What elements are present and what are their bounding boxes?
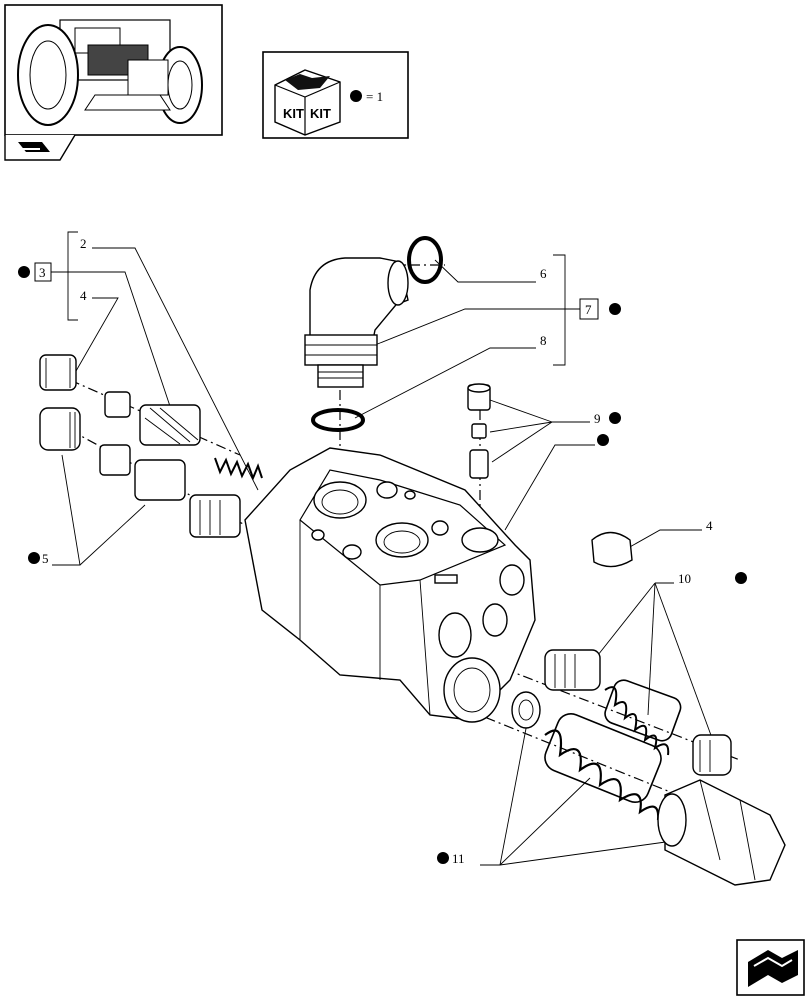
callout-11-label: 11 — [452, 851, 465, 866]
tractor-thumbnail — [4, 4, 223, 136]
callout-8-label: 8 — [540, 333, 547, 348]
plug-left-upper — [39, 354, 77, 391]
left-bracket — [67, 231, 78, 321]
plug-right-small — [692, 734, 732, 776]
spring-upper — [214, 457, 263, 481]
kit-equals-text: = 1 — [366, 89, 383, 104]
callout-9-label: 9 — [594, 411, 601, 426]
kit-legend: KIT KIT = 1 — [262, 51, 409, 139]
kit-text-1: KIT — [283, 106, 304, 121]
callout-3-label: 3 — [39, 265, 46, 280]
spring-right-upper — [604, 679, 682, 756]
callout-10: 10 — [597, 571, 747, 739]
callout-10-label: 10 — [678, 571, 691, 586]
tractor-thumbnail-icon — [17, 19, 203, 126]
washer-right — [511, 691, 541, 729]
callout-4-left: 4 — [71, 288, 119, 379]
right-bracket — [553, 254, 566, 366]
book-arrow-icon — [18, 142, 50, 152]
next-page-arrow-icon — [748, 950, 798, 987]
kit-box-icon: KIT KIT — [274, 69, 341, 136]
callout-4-right-label: 4 — [706, 518, 713, 533]
kit-text-2: KIT — [310, 106, 331, 121]
sleeve-right — [544, 649, 601, 691]
o-ring-top — [407, 236, 443, 284]
spring-right-lower — [544, 713, 662, 821]
callout-6: 6 — [434, 259, 547, 283]
next-page-button[interactable] — [736, 939, 805, 996]
bullet-icon — [350, 90, 362, 102]
bullet-icon — [437, 852, 449, 864]
callout-4-right: 4 — [627, 518, 713, 549]
callout-6-label: 6 — [540, 266, 547, 281]
callout-5: 5 — [28, 454, 146, 566]
valve-body — [244, 447, 536, 723]
callout-3: 3 — [18, 262, 184, 446]
small-parts-9 — [467, 383, 491, 479]
callout-11: 11 — [437, 717, 681, 866]
elbow-fitting — [304, 257, 409, 388]
callout-5-label: 5 — [42, 551, 49, 566]
piston-lower — [99, 444, 241, 538]
bullet-icon — [28, 552, 40, 564]
bullet-icon — [18, 266, 30, 278]
bullet-icon — [609, 303, 621, 315]
plug-left-lower — [39, 407, 81, 451]
bullet-icon — [597, 434, 609, 446]
plug-right-large — [657, 779, 786, 886]
o-ring-center — [311, 408, 365, 432]
bullet-icon — [609, 412, 621, 424]
piston-upper — [104, 391, 201, 446]
cap-right — [591, 531, 633, 568]
callout-9: 9 — [489, 399, 621, 531]
callout-8: 8 — [354, 333, 547, 419]
callout-7-label: 7 — [585, 302, 592, 317]
callout-4-left-label: 4 — [80, 288, 87, 303]
callout-2: 2 — [80, 236, 259, 491]
book-arrow-tab[interactable] — [4, 134, 76, 161]
callout-7: 7 — [374, 298, 621, 346]
bullet-icon — [735, 572, 747, 584]
callout-2-label: 2 — [80, 236, 87, 251]
